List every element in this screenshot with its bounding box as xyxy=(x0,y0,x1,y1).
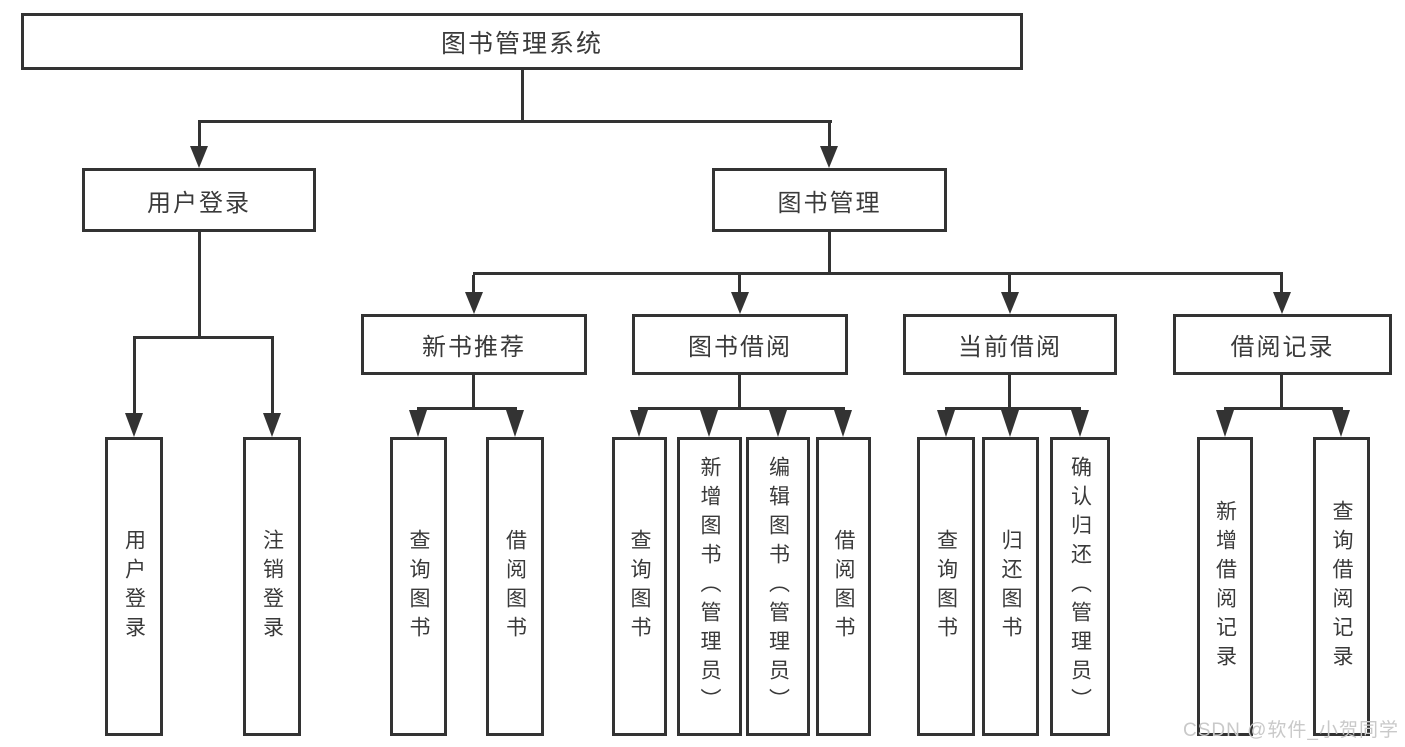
leaf-confirm-return-admin: 确认归还（管理员） xyxy=(1050,437,1110,736)
arrow-down-icon xyxy=(1273,292,1291,314)
node-new-book-recommend: 新书推荐 xyxy=(361,314,587,375)
arrow-down-icon xyxy=(506,410,524,437)
leaf-add-book-admin: 新增图书（管理员） xyxy=(677,437,742,736)
connector-record-stem xyxy=(1280,375,1283,410)
connector-root-stem xyxy=(521,70,524,123)
arrow-down-icon xyxy=(1071,410,1089,437)
watermark-text: CSDN @软件_小贺同学 xyxy=(1183,720,1399,741)
connector-recommend-hline xyxy=(417,407,517,410)
leaf-recommend-query-book: 查询图书 xyxy=(390,437,447,736)
arrow-down-icon xyxy=(190,146,208,168)
arrow-down-icon xyxy=(263,413,281,437)
connector-arrow-stem xyxy=(738,275,741,292)
arrow-down-icon xyxy=(1216,410,1234,437)
connector-bookmgmt-hline xyxy=(473,272,1283,275)
connector-userlogin-hline xyxy=(133,336,274,339)
arrow-down-icon xyxy=(1001,410,1019,437)
connector-arrow-stem xyxy=(198,123,201,146)
leaf-return-book: 归还图书 xyxy=(982,437,1039,736)
arrow-down-icon xyxy=(731,292,749,314)
connector-current-hline xyxy=(945,407,1081,410)
connector-arrow-stem xyxy=(133,339,136,413)
node-user-login: 用户登录 xyxy=(82,168,316,232)
connector-borrow-hline xyxy=(638,407,845,410)
node-book-borrow: 图书借阅 xyxy=(632,314,848,375)
connector-bookmgmt-stem xyxy=(828,232,831,275)
leaf-user-login: 用户登录 xyxy=(105,437,163,736)
arrow-down-icon xyxy=(465,292,483,314)
node-root: 图书管理系统 xyxy=(21,13,1023,70)
node-borrow-record: 借阅记录 xyxy=(1173,314,1392,375)
connector-recommend-stem xyxy=(472,375,475,410)
connector-arrow-stem xyxy=(472,275,475,292)
connector-root-hline xyxy=(198,120,832,123)
connector-arrow-stem xyxy=(271,339,274,413)
connector-arrow-stem xyxy=(1008,275,1011,292)
leaf-add-borrow-record: 新增借阅记录 xyxy=(1197,437,1253,736)
leaf-borrow-query-book: 查询图书 xyxy=(612,437,667,736)
connector-userlogin-stem xyxy=(198,232,201,339)
leaf-borrow-book: 借阅图书 xyxy=(816,437,871,736)
arrow-down-icon xyxy=(937,410,955,437)
arrow-down-icon xyxy=(834,410,852,437)
arrow-down-icon xyxy=(769,410,787,437)
node-book-management: 图书管理 xyxy=(712,168,947,232)
arrow-down-icon xyxy=(630,410,648,437)
connector-borrow-stem xyxy=(738,375,741,410)
arrow-down-icon xyxy=(125,413,143,437)
connector-current-stem xyxy=(1008,375,1011,410)
arrow-down-icon xyxy=(700,410,718,437)
leaf-current-query-book: 查询图书 xyxy=(917,437,975,736)
arrow-down-icon xyxy=(820,146,838,168)
arrow-down-icon xyxy=(1332,410,1350,437)
node-current-borrow: 当前借阅 xyxy=(903,314,1117,375)
connector-arrow-stem xyxy=(1280,275,1283,292)
connector-record-hline xyxy=(1224,407,1343,410)
arrow-down-icon xyxy=(409,410,427,437)
arrow-down-icon xyxy=(1001,292,1019,314)
connector-arrow-stem xyxy=(828,123,831,146)
leaf-recommend-borrow-book: 借阅图书 xyxy=(486,437,544,736)
leaf-logout: 注销登录 xyxy=(243,437,301,736)
leaf-query-borrow-record: 查询借阅记录 xyxy=(1313,437,1370,736)
leaf-edit-book-admin: 编辑图书（管理员） xyxy=(746,437,810,736)
